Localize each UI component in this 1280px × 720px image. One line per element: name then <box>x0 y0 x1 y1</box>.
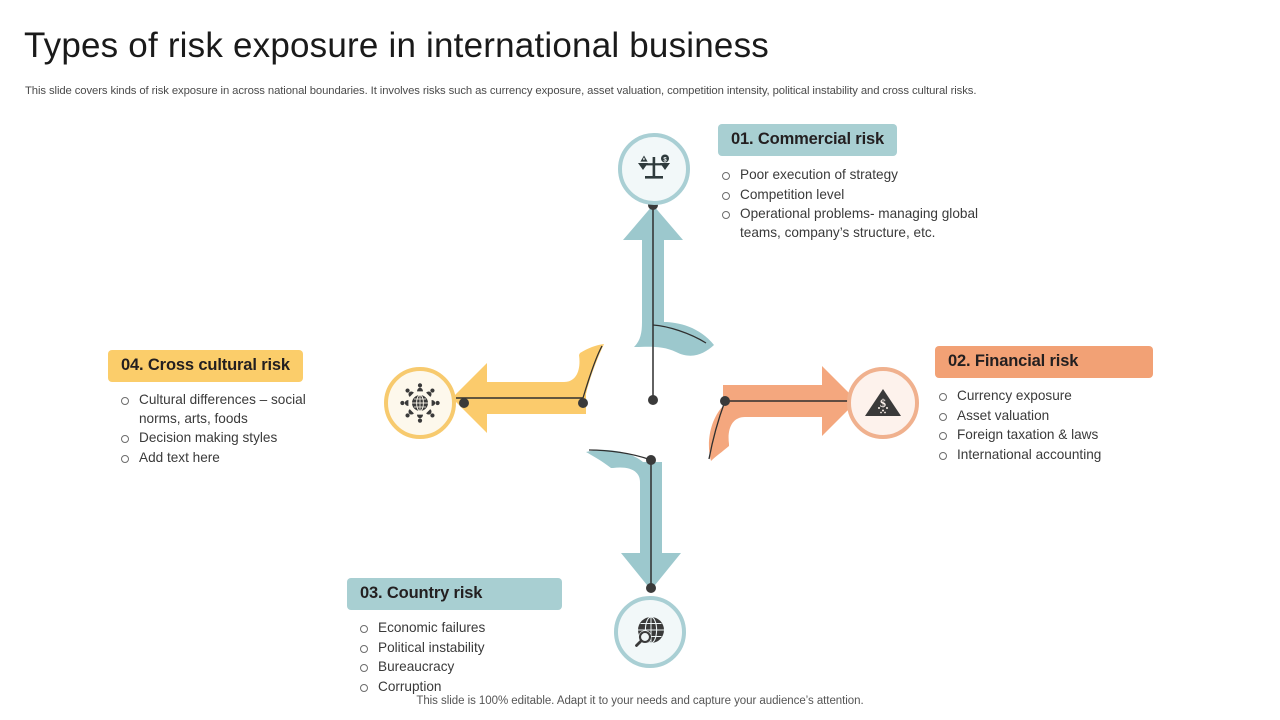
arrow-to-commercial <box>623 205 714 400</box>
list-item: Economic failures <box>356 619 647 638</box>
arrow-to-country <box>586 449 681 590</box>
cross-cultural-risk-icon-circle[interactable] <box>384 367 456 439</box>
list-item: Poor execution of strategy <box>718 166 1018 185</box>
connector-dot-country <box>646 583 656 593</box>
list-item: Asset valuation <box>935 407 1235 426</box>
badge-commercial-risk[interactable]: 01. Commercial risk <box>718 124 898 156</box>
list-item: Corruption <box>356 678 647 697</box>
list-item: Currency exposure <box>935 387 1235 406</box>
connector-dot-commercial-tail <box>648 395 658 405</box>
section-cross-cultural-risk: 04. Cross cultural risk Cultural differe… <box>108 350 358 468</box>
bullet-list-commercial-risk: Poor execution of strategy Competition l… <box>718 166 1018 242</box>
list-item: Cultural differences – social norms, art… <box>117 391 317 428</box>
list-item: Decision making styles <box>117 429 358 448</box>
connector-dot-financial-tail <box>720 396 730 406</box>
svg-text:$: $ <box>880 396 886 410</box>
commercial-risk-icon-circle[interactable]: $ <box>618 133 690 205</box>
balance-scale-icon: $ <box>638 154 670 179</box>
money-warning-triangle-icon: $ <box>865 389 901 416</box>
section-financial-risk: 02. Financial risk Currency exposure Ass… <box>935 346 1235 465</box>
badge-cross-cultural-risk[interactable]: 04. Cross cultural risk <box>108 350 303 382</box>
page-title: Types of risk exposure in international … <box>24 26 769 65</box>
connector-dot-country-tail <box>646 455 656 465</box>
bullet-list-financial-risk: Currency exposure Asset valuation Foreig… <box>935 387 1235 464</box>
list-item: Bureaucracy <box>356 658 647 677</box>
slide-footer-note: This slide is 100% editable. Adapt it to… <box>416 695 864 707</box>
page-subtitle: This slide covers kinds of risk exposure… <box>25 85 977 97</box>
connector-dot-cross-cultural <box>459 398 469 408</box>
arrow-to-financial <box>708 366 857 461</box>
bullet-list-country-risk: Economic failures Political instability … <box>356 619 647 696</box>
badge-country-risk[interactable]: 03. Country risk <box>347 578 563 610</box>
list-item: Competition level <box>718 186 1018 205</box>
list-item: Add text here <box>117 449 358 468</box>
section-commercial-risk: 01. Commercial risk Poor execution of st… <box>718 124 1018 243</box>
globe-magnifier-icon <box>635 616 664 647</box>
connector-dot-cross-cultural-tail <box>578 398 588 408</box>
badge-financial-risk[interactable]: 02. Financial risk <box>935 346 1154 378</box>
section-country-risk: 03. Country risk Economic failures Polit… <box>347 578 647 697</box>
globe-people-icon <box>400 383 440 423</box>
connector-dot-commercial <box>648 200 658 210</box>
list-item: International accounting <box>935 446 1235 465</box>
list-item: Foreign taxation & laws <box>935 426 1235 445</box>
arrow-to-cross-cultural <box>452 344 604 433</box>
financial-risk-icon-circle[interactable]: $ <box>847 367 919 439</box>
svg-text:$: $ <box>663 157 667 163</box>
bullet-list-cross-cultural-risk: Cultural differences – social norms, art… <box>117 391 358 467</box>
list-item: Political instability <box>356 639 647 658</box>
list-item: Operational problems- managing global te… <box>718 205 993 242</box>
country-risk-icon-circle[interactable] <box>614 596 686 668</box>
